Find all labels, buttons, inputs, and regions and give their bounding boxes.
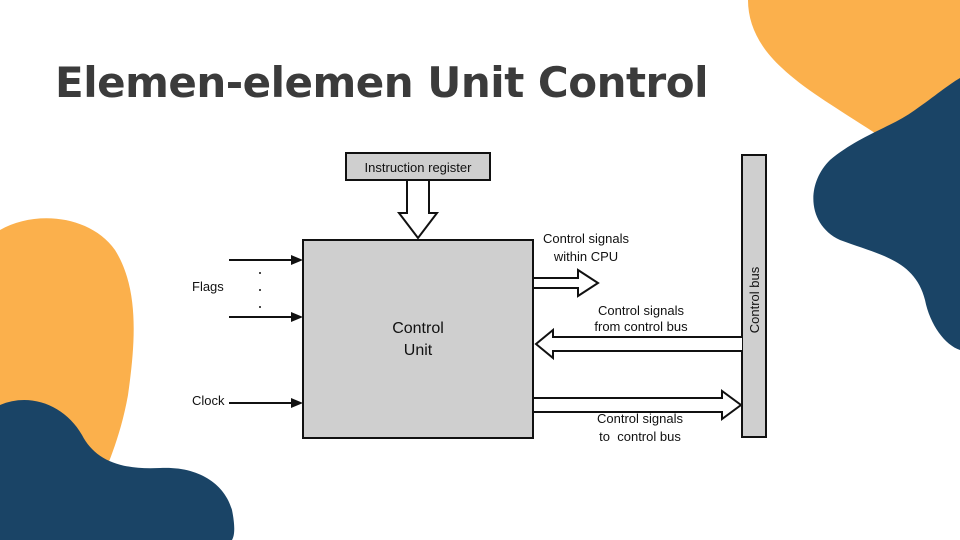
to-bus-label-line2: to control bus	[599, 429, 681, 444]
navy-blob-right	[813, 78, 960, 350]
to-bus-label-line1: Control signals	[597, 411, 683, 426]
clock-label: Clock	[192, 393, 225, 408]
clock-arrow	[229, 398, 303, 408]
slide-title: Elemen-elemen Unit Control	[55, 58, 709, 107]
control-unit-label-line1: Control	[392, 320, 444, 337]
ellipsis-dot	[259, 289, 261, 291]
ellipsis-dot	[259, 272, 261, 274]
flag-arrow-bottom	[229, 312, 303, 322]
control-unit-box	[302, 239, 534, 439]
within-cpu-label-line1: Control signals	[543, 231, 629, 246]
instruction-register-box	[345, 152, 491, 181]
to-control-bus-arrow	[534, 389, 743, 421]
flags-label: Flags	[192, 279, 224, 294]
control-unit-label-line2: Unit	[404, 342, 433, 359]
within-cpu-label-line2: within CPU	[553, 249, 618, 264]
within-cpu-arrow	[534, 268, 600, 298]
ir-to-control-unit-arrow	[396, 181, 440, 240]
from-control-bus-arrow	[534, 327, 742, 361]
control-bus-bar	[741, 154, 767, 438]
control-bus-label: Control bus	[747, 266, 762, 333]
navy-blob-bottom-left	[0, 399, 235, 540]
orange-blob-top-right	[748, 0, 960, 135]
instruction-register-label: Instruction register	[365, 160, 473, 175]
flag-arrow-top	[229, 255, 303, 265]
from-bus-label-line2: from control bus	[594, 319, 688, 334]
ellipsis-dot	[259, 306, 261, 308]
from-bus-label-line1: Control signals	[598, 303, 684, 318]
